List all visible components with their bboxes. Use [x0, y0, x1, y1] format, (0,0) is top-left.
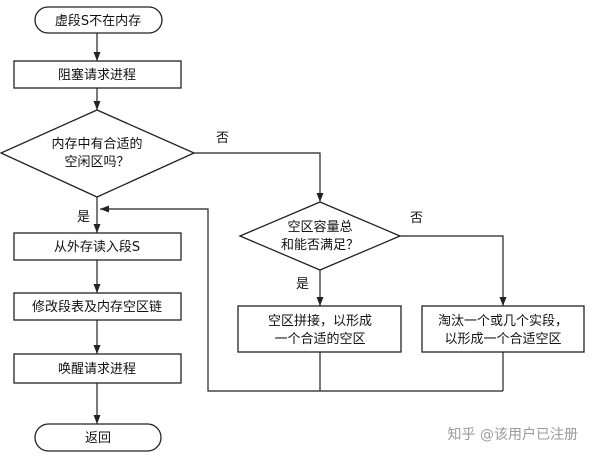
- decision-free-area: 内存中有合适的 空闲区吗？: [0, 109, 196, 198]
- decision-free-area-no-label: 否: [216, 131, 229, 146]
- evict-box: 淘汰一个或几个实段， 以形成一个合适空区: [421, 305, 585, 353]
- start-terminal: 虚段S不在内存: [34, 6, 163, 34]
- compact-line2: 一个合适的空区: [274, 331, 365, 347]
- load-segment-box: 从外存读入段S: [13, 232, 182, 261]
- update-tables-box: 修改段表及内存空区链: [13, 292, 182, 321]
- decision-total-capacity-line1: 空区容量总: [287, 219, 352, 235]
- decision-total-capacity-yes-label: 是: [296, 277, 309, 292]
- decision-free-area-line2: 空闲区吗？: [64, 155, 129, 170]
- wake-process-label: 唤醒请求进程: [58, 362, 136, 377]
- start-label: 虚段S不在内存: [55, 13, 141, 29]
- update-tables-label: 修改段表及内存空区链: [32, 299, 162, 315]
- load-segment-label: 从外存读入段S: [54, 240, 140, 255]
- decision-total-capacity-line2: 和能否满足？: [281, 238, 359, 253]
- decision-total-capacity: 空区容量总 和能否满足？: [238, 201, 402, 271]
- end-label: 返回: [85, 431, 111, 446]
- evict-line1: 淘汰一个或几个实段，: [438, 314, 568, 329]
- decision-total-capacity-shape: [238, 201, 402, 271]
- compact-box: 空区拼接，以形成 一个合适的空区: [237, 305, 402, 353]
- decision-free-area-line1: 内存中有合适的: [51, 136, 142, 152]
- wake-process-shape: [13, 353, 182, 384]
- decision-free-area-yes-label: 是: [77, 210, 90, 225]
- block-process-label: 阻塞请求进程: [58, 67, 136, 83]
- compact-line1: 空区拼接，以形成: [268, 313, 372, 329]
- load-segment-shape: [13, 232, 182, 261]
- watermark: 知乎 @该用户已注册: [448, 426, 578, 443]
- arrow-loop-back: [100, 205, 503, 392]
- connectors: [93, 33, 507, 424]
- update-tables-shape: [13, 292, 182, 321]
- evict-shape: [421, 305, 585, 353]
- wake-process-box: 唤醒请求进程: [13, 353, 182, 384]
- end-terminal: 返回: [34, 423, 162, 452]
- arrow-decision1-no: [194, 152, 324, 202]
- compact-shape: [237, 305, 402, 353]
- start-terminal-shape: [34, 6, 163, 34]
- end-terminal-shape: [34, 423, 162, 452]
- block-process-shape: [13, 60, 182, 89]
- decision-total-capacity-no-label: 否: [410, 211, 423, 226]
- block-process-box: 阻塞请求进程: [13, 60, 182, 89]
- evict-line2: 以形成一个合适空区: [444, 332, 561, 347]
- arrow-decision2-no: [400, 235, 507, 306]
- decision-free-area-shape: [0, 109, 196, 198]
